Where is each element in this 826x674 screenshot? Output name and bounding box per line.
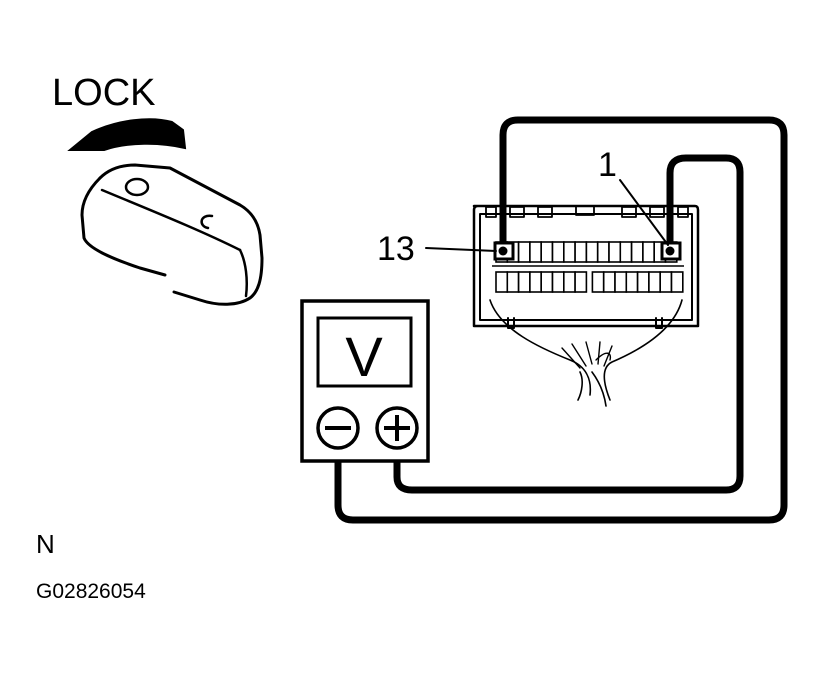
lock-label: LOCK	[52, 72, 155, 114]
pin-cell	[636, 271, 650, 293]
pin-cell	[540, 241, 554, 263]
pin-cell	[574, 271, 588, 293]
pin-cell	[551, 241, 565, 263]
pin-cell	[591, 271, 605, 293]
wire-harness	[489, 299, 683, 407]
pin-cell	[625, 271, 639, 293]
pin-cell	[659, 271, 673, 293]
pin-cell	[630, 241, 644, 263]
pin-13-leader	[425, 247, 497, 252]
pin-cell	[608, 241, 622, 263]
connector	[472, 204, 700, 407]
callouts: 13 1	[377, 146, 669, 268]
pin-cell	[540, 271, 554, 293]
voltmeter-mode-label: V	[345, 325, 383, 388]
test-leads	[334, 116, 788, 524]
connector-latch-notches	[485, 206, 689, 218]
pin-cell	[529, 241, 543, 263]
pin-cell	[529, 271, 543, 293]
pin-cell	[619, 241, 633, 263]
key-cylinder-icon	[80, 163, 264, 306]
pin-cell	[517, 271, 531, 293]
pin-cell	[614, 271, 628, 293]
pin-13-label: 13	[377, 230, 415, 268]
pin-cell	[506, 271, 520, 293]
pin-cell	[562, 241, 576, 263]
rotate-arrow-icon	[67, 118, 187, 151]
plus-icon	[375, 406, 419, 450]
pin-cell	[517, 241, 531, 263]
figure-code: G02826054	[36, 580, 146, 603]
probe-tip-negative	[498, 246, 508, 256]
pin-cell	[574, 241, 588, 263]
pin-cell	[596, 241, 610, 263]
pin-cell	[551, 271, 565, 293]
pin-cell	[585, 241, 599, 263]
pin-cell	[562, 271, 576, 293]
lock-switch: LOCK	[52, 72, 264, 306]
footer-letter: N	[36, 529, 55, 559]
positive-lead-core	[395, 156, 742, 492]
pin-cell	[670, 271, 684, 293]
pin-cell	[602, 271, 616, 293]
pin-cell	[648, 271, 662, 293]
probe-tip-positive	[665, 246, 675, 256]
pin-cell	[642, 241, 656, 263]
connector-pin-grid	[492, 241, 684, 293]
voltmeter-display	[316, 316, 413, 388]
pin-cell	[495, 271, 509, 293]
voltmeter: V	[300, 299, 430, 463]
pin-1-label: 1	[598, 146, 617, 184]
minus-icon	[316, 406, 360, 450]
pin-1-leader	[619, 179, 669, 246]
negative-lead-core	[336, 118, 786, 522]
